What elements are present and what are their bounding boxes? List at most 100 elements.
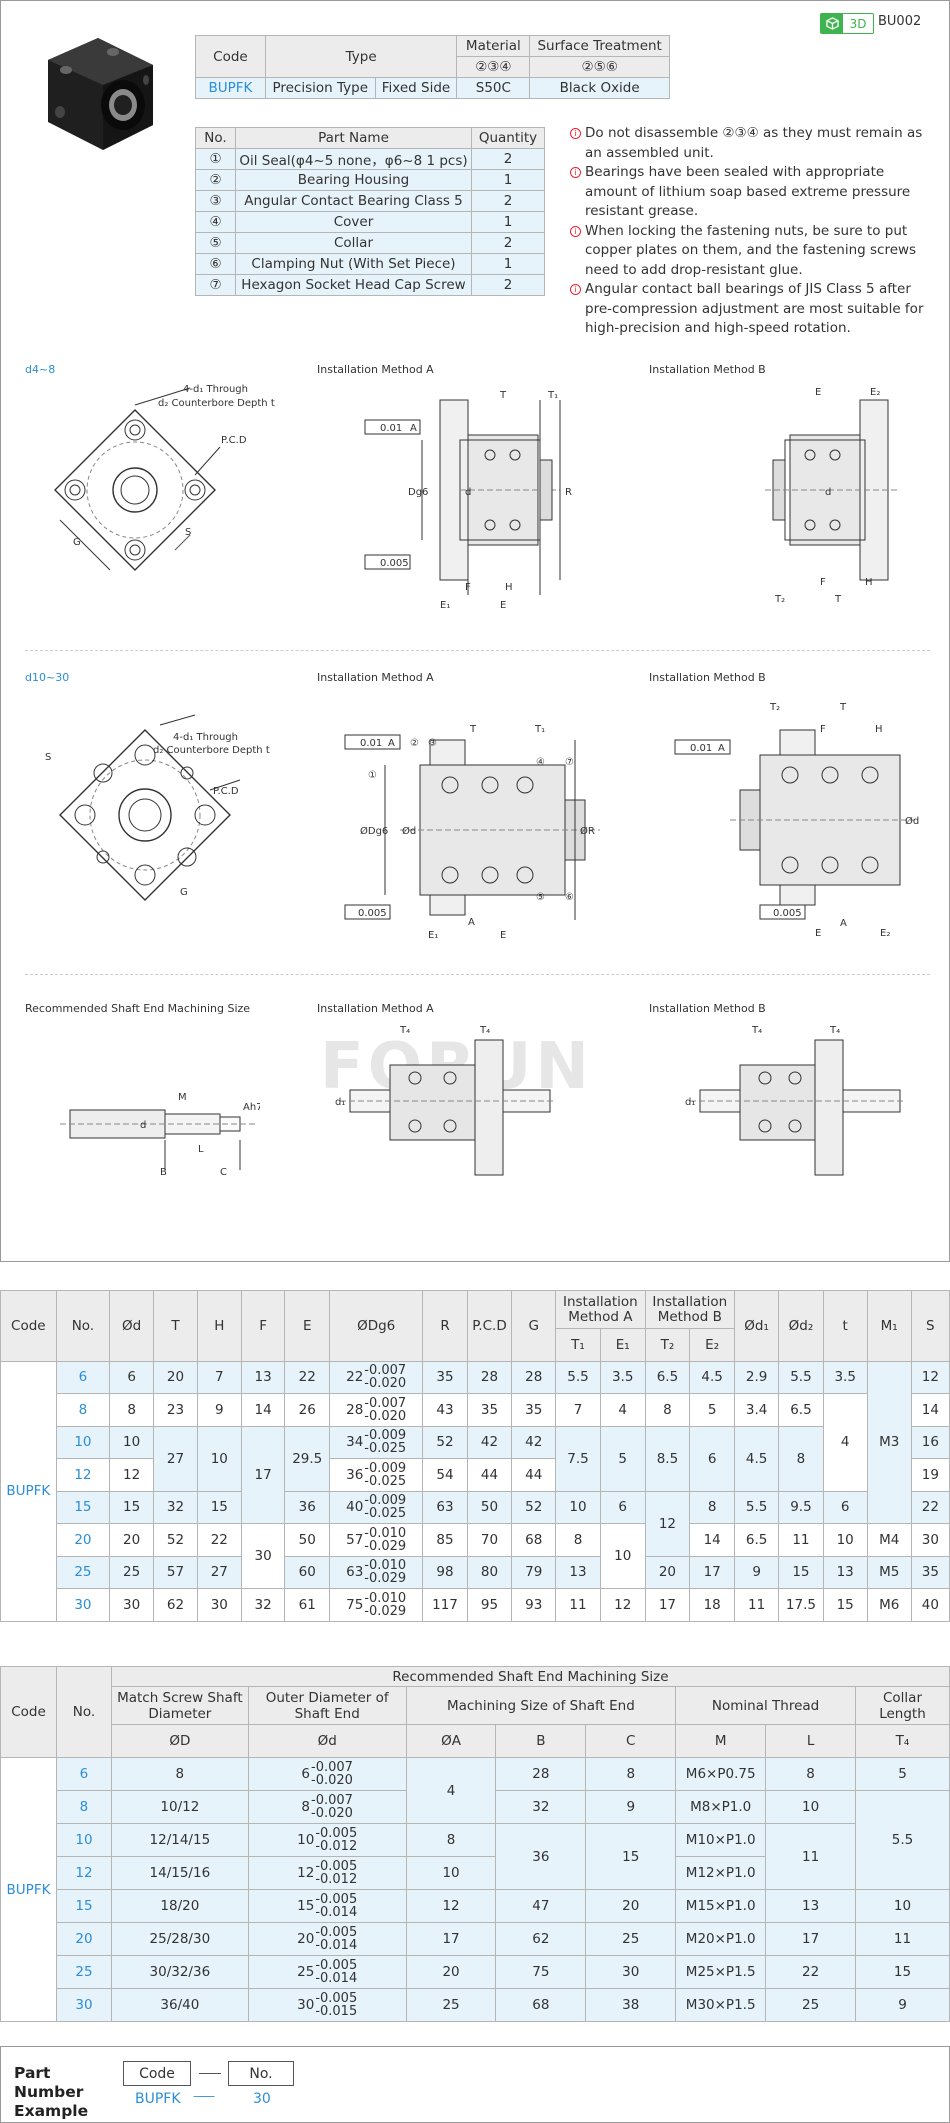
col-outer: Outer Diameter of Shaft End <box>247 1686 407 1725</box>
cell: 12 <box>405 1889 497 1923</box>
nominal: 40 <box>346 1499 364 1516</box>
row-no: 12 <box>55 1856 112 1890</box>
table-row: 12 14/15/16 12-0.005-0.012 10 M12×P1.0 <box>0 1856 950 1890</box>
code-value: BUPFK <box>195 77 266 99</box>
material-header: Material <box>456 35 531 57</box>
table-row: 10 10 27 10 17 29.5 34-0.009-0.025 52 42… <box>1 1425 950 1524</box>
tol-lower: -0.029 <box>364 1538 407 1554</box>
note-item: i Bearings have been sealed with appropri… <box>570 163 940 222</box>
cell: 85 <box>422 1523 468 1557</box>
cell: 50 <box>466 1490 513 1524</box>
pn-dash: —— <box>193 2089 215 2103</box>
cell: 30 <box>196 1588 242 1622</box>
cell: 15 <box>585 1823 677 1890</box>
3d-model-button[interactable]: 3D <box>820 13 874 34</box>
part-qty: 1 <box>471 211 545 233</box>
surface-header: Surface Treatment <box>529 35 670 57</box>
tol-lower: -0.020 <box>364 1376 407 1392</box>
cell: 10 <box>196 1425 242 1492</box>
cell: 4 <box>822 1393 868 1492</box>
product-photo <box>48 38 153 150</box>
cell: 8 <box>109 1393 155 1427</box>
cell: 5.5 <box>778 1360 824 1394</box>
tol-lower: -0.029 <box>364 1571 407 1587</box>
counterbore-label: d₂ Counterbore Depth t <box>153 745 270 756</box>
tol-upper: -0.007 <box>311 1793 353 1808</box>
note-text: Bearings have been sealed with appropria… <box>585 164 911 219</box>
through-label: 4-d₁ Through <box>173 732 238 743</box>
through-label: 4-d₁ Through <box>183 384 248 395</box>
row-no: 8 <box>55 1790 112 1824</box>
datum-a: A <box>388 738 395 749</box>
surface-parts: ②⑤⑥ <box>529 56 670 78</box>
nominal: 12 <box>297 1865 315 1881</box>
cell: 7 <box>196 1360 242 1394</box>
callout-5: ⑤ <box>536 892 545 903</box>
part-no: ④ <box>195 211 236 233</box>
row-no: 6 <box>55 1757 112 1791</box>
table-row: 8 8 23 9 14 26 28-0.007-0.020 43 35 35 7… <box>1 1393 950 1492</box>
tol-upper: -0.009 <box>364 1493 407 1509</box>
l-label: L <box>198 1144 204 1155</box>
cell: 11 <box>778 1523 824 1557</box>
table-row: 15 18/20 15-0.005-0.014 12 47 20 M15×P1.… <box>0 1889 950 1923</box>
pn-no-header: No. <box>228 2061 294 2086</box>
tol-lower: -0.014 <box>315 1938 358 1953</box>
cell: 68 <box>511 1523 557 1557</box>
cell: 13 <box>822 1555 868 1589</box>
nominal: 25 <box>297 1964 315 1980</box>
cell: 28 <box>495 1757 587 1791</box>
col-C: C <box>585 1724 677 1758</box>
cell: 8 <box>585 1757 677 1791</box>
method-b-label: Installation Method B <box>649 671 766 684</box>
info-icon: i <box>570 167 581 178</box>
cell: 6 <box>109 1360 155 1394</box>
cell-dg6: 28-0.007-0.020 <box>328 1393 424 1427</box>
datum-a-mark: A <box>468 917 475 928</box>
divider <box>25 974 930 975</box>
cell: 35 <box>511 1393 557 1427</box>
col-d: Ød <box>109 1290 155 1362</box>
cell-dg6: 36-0.009-0.025 <box>328 1458 424 1492</box>
col-f: F <box>240 1290 286 1362</box>
tol-lower: -0.025 <box>364 1473 407 1489</box>
cell: 98 <box>422 1555 468 1589</box>
cell: 13 <box>555 1555 601 1589</box>
cell: 10 <box>822 1523 868 1557</box>
b-label: B <box>160 1167 167 1178</box>
table-row: 15 15 32 15 36 40-0.009-0.025 63 50 52 1… <box>1 1490 950 1557</box>
col-m1: M₁ <box>866 1290 912 1362</box>
cell: 42 <box>466 1425 513 1459</box>
tol-upper: -0.007 <box>364 1363 407 1379</box>
tol-upper: -0.005 <box>315 1925 358 1940</box>
cell: 13 <box>765 1889 857 1923</box>
info-icon: i <box>570 128 581 139</box>
s-label: S <box>185 527 191 538</box>
pn-code-header: Code <box>123 2061 191 2086</box>
tol-lower: -0.020 <box>364 1408 407 1424</box>
front-view-large-drawing: 4-d₁ Through d₂ Counterbore Depth t P.C.… <box>45 714 270 901</box>
cell: 19 <box>910 1458 950 1492</box>
method-a-label: Installation Method A <box>317 363 434 376</box>
cell: 8 <box>765 1757 857 1791</box>
t2-label: T₂ <box>769 702 780 713</box>
cell: 9 <box>855 1988 950 2022</box>
col-e: E <box>284 1290 330 1362</box>
cell: 16 <box>910 1425 950 1459</box>
col-d1: Ød₁ <box>734 1290 780 1362</box>
tol-upper: -0.005 <box>315 1958 358 1973</box>
datum-a-mark: A <box>840 918 847 929</box>
surface-value: Black Oxide <box>529 77 670 99</box>
cell: 3.4 <box>734 1393 780 1427</box>
cell: 5 <box>599 1425 646 1492</box>
t-label: T <box>499 390 507 401</box>
row-no: 8 <box>55 1393 111 1427</box>
col-t: T <box>153 1290 198 1362</box>
cell: 30 <box>585 1955 677 1989</box>
part-name: Hexagon Socket Head Cap Screw <box>235 274 472 296</box>
